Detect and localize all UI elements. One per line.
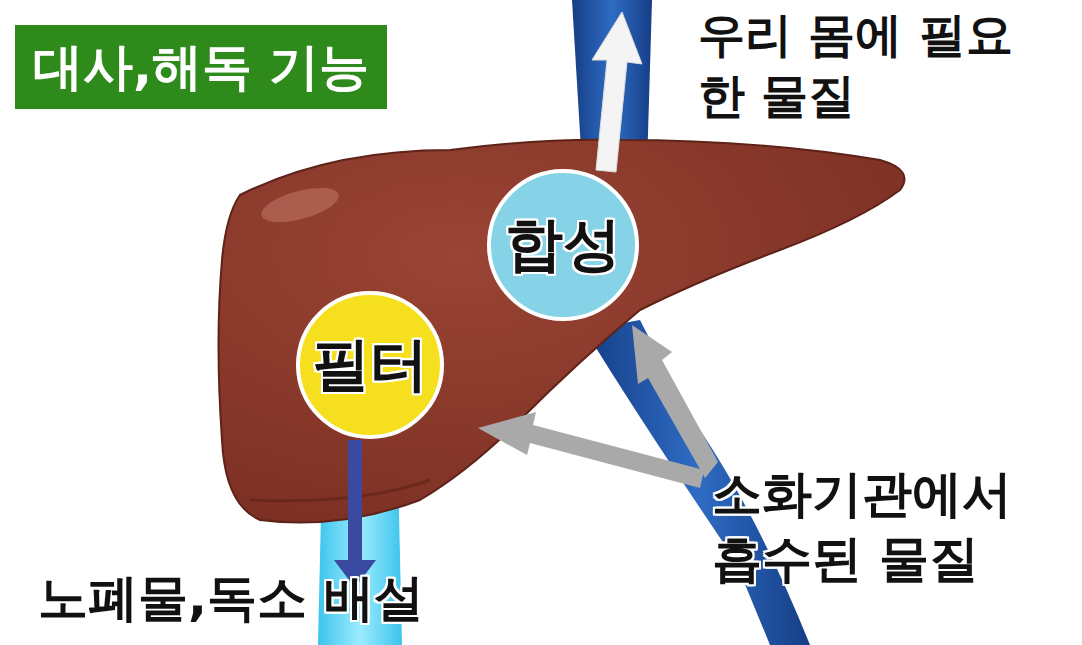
circle-label: 필터 <box>312 333 428 397</box>
circle-fill <box>489 171 637 319</box>
liver-highlight <box>258 181 343 229</box>
excretion-label: 노폐물,독소 배설 <box>38 566 558 631</box>
circle-fill <box>298 293 442 437</box>
input-label: 소화기관에서 흡수된 물질 <box>712 462 1072 592</box>
intake-arrow <box>478 412 704 488</box>
filter-circle: 필터 <box>295 290 445 440</box>
liver-lobe-line <box>250 480 430 501</box>
output-label: 우리 몸에 필요한 물질 <box>698 4 1028 126</box>
title-banner: 대사,해독 기능 <box>15 25 387 109</box>
synthesis-circle: 합성 <box>486 168 640 322</box>
output-arrow <box>592 12 642 172</box>
circle-text-wrap: 합성 <box>486 168 640 322</box>
circle-label: 합성 <box>505 213 621 277</box>
circle-text-wrap: 필터 <box>295 290 445 440</box>
excretion-arrow <box>334 440 376 588</box>
